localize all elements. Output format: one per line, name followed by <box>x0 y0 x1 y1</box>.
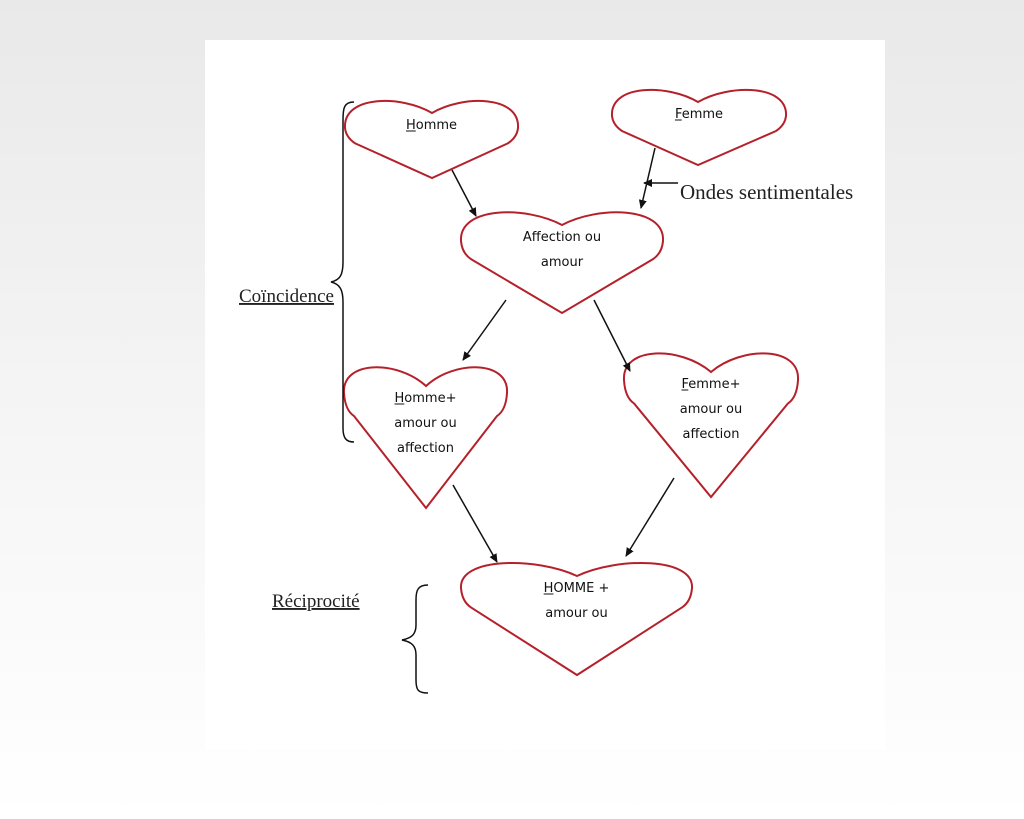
arrow-affection-to-femme-plus <box>593 299 631 372</box>
heart-shape <box>343 99 520 180</box>
arrow-homme-plus-to-homme-final <box>452 484 498 563</box>
heart-label-line: amour <box>541 255 584 270</box>
heart-shape <box>610 88 788 167</box>
heart-node-femme: Femme <box>610 88 788 167</box>
reciprocite-brace <box>401 584 429 694</box>
heart-shape <box>459 211 665 315</box>
heart-label-line: affection <box>397 441 454 456</box>
heart-node-femme-plus: Femme+ amour ou affection <box>622 352 800 499</box>
heart-node-homme-final: HOMME + amour ou <box>459 562 694 677</box>
heart-label-line: Affection ou <box>523 230 601 245</box>
arrow-femme-plus-to-homme-final <box>625 477 675 557</box>
heart-label-line: amour ou <box>394 416 457 431</box>
heart-node-homme: Homme <box>343 99 520 180</box>
arrow-affection-to-homme-plus <box>462 299 507 361</box>
ondes-sentimentales-label: Ondes sentimentales <box>680 180 853 204</box>
heart-shape <box>459 562 694 677</box>
heart-label-line: Femme <box>675 107 723 122</box>
arrow-homme-to-affection <box>451 169 477 217</box>
heart-label-line: Femme+ <box>682 377 741 392</box>
heart-node-homme-plus: Homme+ amour ou affection <box>342 366 509 510</box>
coincidence-label: Coïncidence <box>239 286 334 307</box>
reciprocite-label: Réciprocité <box>272 591 360 612</box>
arrow-femme-to-affection <box>638 147 656 209</box>
heart-label-line: HOMME + <box>544 581 610 596</box>
heart-shape <box>342 366 509 510</box>
heart-label-line: Homme+ <box>395 391 457 406</box>
heart-label-line: Homme <box>406 118 457 133</box>
heart-label-line: amour ou <box>545 606 608 621</box>
heart-label-line: amour ou <box>680 402 743 417</box>
heart-shape <box>622 352 800 499</box>
coincidence-brace <box>330 101 355 443</box>
heart-label-line: affection <box>683 427 740 442</box>
heart-node-affection: Affection ou amour <box>459 211 665 315</box>
